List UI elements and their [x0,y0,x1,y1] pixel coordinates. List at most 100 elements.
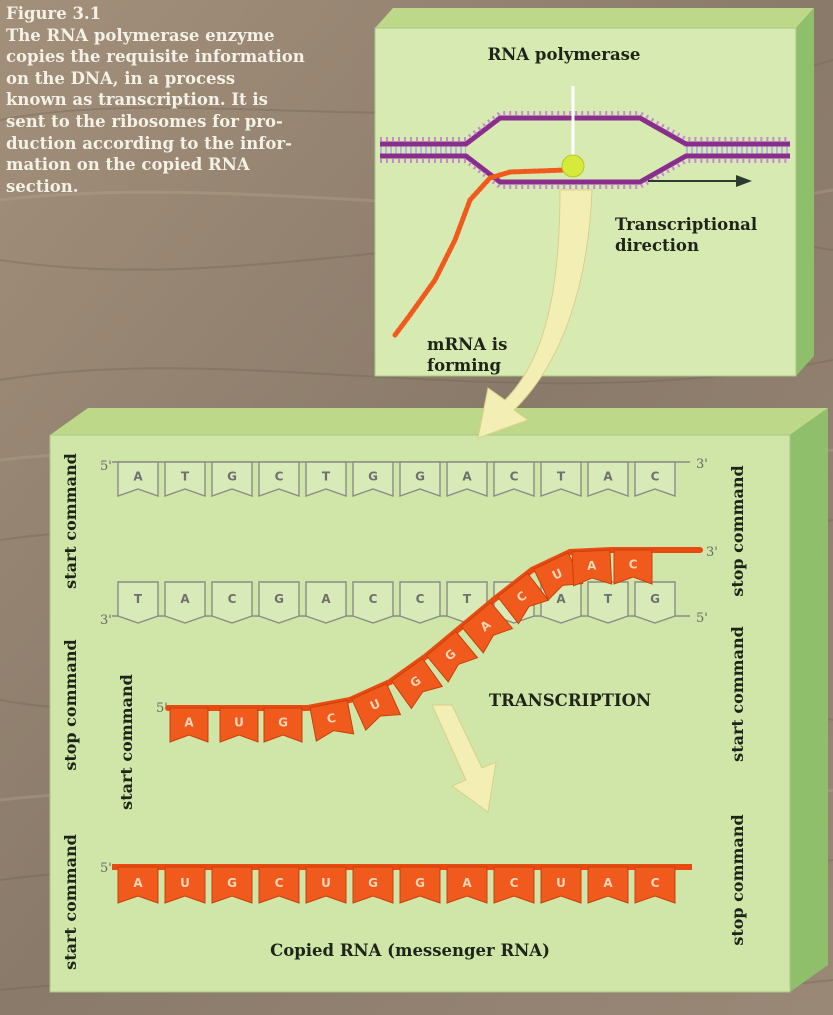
base-letter: C [629,558,638,572]
side-label-left-bottom: start command [61,834,80,970]
base-flag [613,549,653,585]
base-flag [399,866,441,904]
mrna-strand [392,167,569,338]
base-letter: G [227,876,237,890]
base-letter: T [463,592,472,606]
copied-rna-label: Copied RNA (messenger RNA) [270,941,550,960]
caption-line: mation on the copied RNA [6,155,250,175]
base-flag [352,461,394,497]
base-flag [164,866,206,904]
base-flag [352,581,394,624]
strand-end-label: 5' [156,701,168,716]
side-label-left-inner: start command [117,674,136,810]
base-flag [493,461,535,497]
transfer-arrow [477,189,593,439]
base-letter: G [650,592,660,606]
base-flag [587,461,629,497]
main-panel-side-face [790,408,828,992]
base-flag [263,707,303,743]
side-label-right-top: stop command [728,465,747,596]
base-flag [305,581,347,624]
panel-side-face [796,8,814,376]
base-flag [305,866,347,904]
caption-line: section. [6,176,79,196]
side-label-right-bottom: stop command [728,814,747,945]
base-flag-group: A [169,707,209,743]
base-flag [164,461,206,497]
base-flag [390,658,444,710]
base-letter: G [415,876,425,890]
base-letter: C [326,711,337,726]
direction-label-line1: Transcriptional [615,215,757,234]
strand-end-label: 5' [100,861,112,876]
base-letter: U [234,716,244,730]
base-letter: C [651,876,660,890]
base-flag [446,461,488,497]
base-letter: G [368,876,378,890]
base-flag [533,552,584,601]
caption-line: copies the requisite information [6,47,305,67]
base-flag [540,866,582,904]
base-letter: U [556,876,566,890]
base-letter: G [227,470,237,484]
base-flag [587,866,629,904]
base-letter: A [184,716,194,730]
base-flag-group: U [351,682,402,732]
base-flag [352,866,394,904]
side-label-right-mid: start command [728,626,747,762]
base-flag-group: U [219,707,259,743]
base-letter: A [587,558,598,572]
direction-arrow-icon [736,175,752,187]
base-flag [305,461,347,497]
strand-end-label: 5' [100,459,112,474]
caption-line: The RNA polymerase enzyme [6,25,275,45]
base-flag [399,461,441,497]
base-flag [425,630,479,683]
base-letter: A [180,592,190,606]
base-letter: A [321,592,331,606]
caption-line: known as transcription. It is [6,90,268,110]
strand-end-label: 3' [100,613,112,628]
figure-caption: Figure 3.1 The RNA polymerase enzyme cop… [6,3,351,197]
base-flag [117,866,159,904]
base-letter: C [510,470,519,484]
caption-line: duction according to the infor- [6,133,292,153]
base-flag-group: G [390,658,444,710]
base-flag [587,581,629,624]
base-flag [634,866,676,904]
base-letter: T [134,592,143,606]
base-flag-group: A [460,601,514,654]
base-flag [117,581,159,624]
base-flag-group: G [263,707,303,743]
base-flag [446,866,488,904]
base-flag-group: A [571,549,613,587]
base-flag [258,581,300,624]
base-letter: A [603,470,613,484]
base-letter: C [510,876,519,890]
caption-line: sent to the ribosomes for pro- [6,111,283,131]
base-letter: C [416,592,425,606]
base-flag [496,572,550,625]
base-letter: A [462,470,472,484]
base-letter: G [278,716,288,730]
base-flag [117,461,159,497]
base-flag [164,581,206,624]
base-flag-group: C [496,572,550,625]
base-flag [493,866,535,904]
base-letter: G [274,592,284,606]
base-flag [211,581,253,624]
base-letter: U [180,876,190,890]
base-flag [399,581,441,624]
strand-end-label: 3' [696,457,708,472]
base-flag [351,682,402,732]
dna-strand-template: 3'5'TACGACCTGATG [100,581,708,628]
rna-polymerase-icon [561,154,585,178]
mrna-forming-label-line2: forming [427,356,502,375]
mrna-forming-label-line1: mRNA is [427,335,507,354]
figure-label: Figure 3.1 [6,4,102,23]
base-letter: U [321,876,331,890]
base-letter: G [415,470,425,484]
